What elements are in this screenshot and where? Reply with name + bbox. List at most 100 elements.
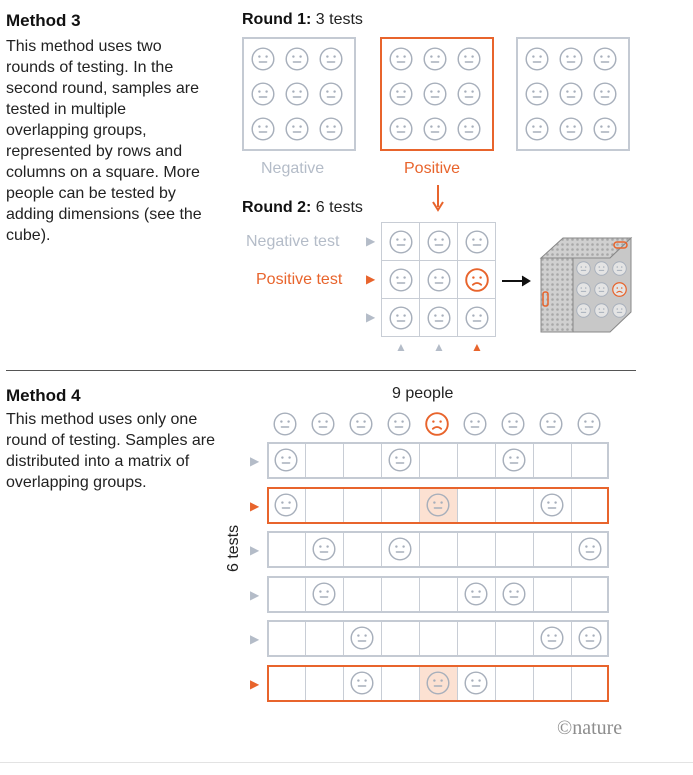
cube-sad-face-icon: [612, 282, 627, 297]
cell-divider: [305, 444, 306, 477]
cell-divider: [571, 444, 572, 477]
cube-face-icon: [576, 282, 591, 297]
cell-divider: [495, 667, 496, 700]
cell-divider: [495, 577, 496, 611]
round2-cell: [419, 260, 458, 299]
person-face-icon: [319, 117, 343, 141]
round2-cell: [381, 260, 420, 299]
sample-face-icon: [350, 671, 374, 695]
person-face-icon: [251, 82, 275, 106]
cell-divider: [381, 577, 382, 611]
person-face-icon: [525, 82, 549, 106]
cube-face-icon: [576, 303, 591, 318]
person-face-icon: [465, 230, 489, 254]
cell-divider: [305, 577, 306, 611]
test-marker-icon: ▶: [250, 543, 260, 558]
person-face-icon: [427, 268, 451, 292]
cell-divider: [381, 488, 382, 522]
round2-cell: [457, 298, 496, 337]
row-test-marker-icon: ▶: [366, 234, 376, 248]
cell-divider: [419, 488, 420, 522]
cell-divider: [571, 577, 572, 611]
cell-divider: [419, 622, 420, 656]
person-face-icon: [465, 306, 489, 330]
cell-divider: [381, 667, 382, 700]
round2-cell: [381, 298, 420, 337]
tests-label: 6 tests: [225, 524, 242, 572]
cell-divider: [495, 488, 496, 522]
cell-divider: [457, 577, 458, 611]
round2-cell: [457, 222, 496, 261]
round1-group-negative: [242, 37, 356, 151]
cube-face-icon: [612, 261, 627, 276]
test-group-positive: [267, 665, 609, 702]
cell-divider: [343, 533, 344, 567]
round2-label-bold: Round 2:: [242, 199, 312, 216]
person-face-icon: [389, 47, 413, 71]
round1-positive-label: Positive: [404, 160, 461, 177]
row-test-marker-icon: ▶: [366, 272, 376, 286]
cube-face-icon: [612, 303, 627, 318]
test-marker-icon: ▶: [250, 677, 260, 691]
person-face-icon: [577, 412, 601, 436]
person-face-icon: [525, 47, 549, 71]
person-face-icon: [285, 47, 309, 71]
sample-face-icon: [464, 582, 488, 606]
cell-divider: [571, 533, 572, 567]
test-marker-icon: ▶: [250, 587, 260, 602]
down-arrow-icon: [432, 185, 444, 212]
cell-divider: [305, 667, 306, 700]
cell-divider: [457, 488, 458, 522]
method3-description: This method uses two rounds of testing. …: [6, 38, 202, 244]
test-group-negative: [267, 531, 609, 569]
cell-divider: [457, 622, 458, 656]
cube-face-icon: [594, 303, 609, 318]
cell-divider: [381, 533, 382, 567]
test-group-negative: [267, 620, 609, 658]
person-face-icon: [387, 412, 411, 436]
positive-test-label: Positive test: [256, 271, 343, 288]
round2-label-rest: 6 tests: [311, 199, 363, 216]
person-face-icon: [501, 412, 525, 436]
person-face-icon: [389, 117, 413, 141]
person-face-icon: [423, 47, 447, 71]
person-face-icon: [539, 412, 563, 436]
person-face-icon: [593, 82, 617, 106]
cube-icon: [539, 236, 633, 333]
person-face-icon: [559, 47, 583, 71]
cell-divider: [533, 622, 534, 656]
person-face-icon: [285, 117, 309, 141]
person-face-icon: [389, 306, 413, 330]
person-face-icon: [423, 82, 447, 106]
sample-face-icon: [312, 582, 336, 606]
row-test-marker-icon: ▶: [366, 310, 376, 324]
sample-face-icon: [426, 493, 450, 517]
column-test-marker-icon: ▲: [433, 340, 445, 354]
cell-divider: [457, 667, 458, 700]
person-face-icon: [423, 117, 447, 141]
round1-group-negative: [516, 37, 630, 151]
column-test-marker-icon: ▲: [395, 340, 407, 354]
cell-divider: [457, 533, 458, 567]
cell-divider: [495, 444, 496, 477]
person-face-icon: [389, 82, 413, 106]
person-face-icon: [319, 82, 343, 106]
person-face-icon: [593, 47, 617, 71]
person-face-icon: [389, 268, 413, 292]
sick-person-face-icon: [425, 412, 449, 436]
cell-divider: [305, 533, 306, 567]
sample-face-icon: [388, 448, 412, 472]
cell-divider: [419, 533, 420, 567]
method3-title: Method 3: [6, 11, 81, 30]
cell-divider: [495, 533, 496, 567]
cell-divider: [533, 533, 534, 567]
person-face-icon: [457, 47, 481, 71]
cube-face-icon: [576, 261, 591, 276]
test-marker-icon: ▶: [250, 454, 260, 468]
round1-title: Round 1: 3 tests: [242, 11, 363, 29]
person-face-icon: [559, 117, 583, 141]
sample-face-icon: [502, 448, 526, 472]
cell-divider: [343, 444, 344, 477]
sample-face-icon: [274, 493, 298, 517]
round2-cell: [419, 222, 458, 261]
